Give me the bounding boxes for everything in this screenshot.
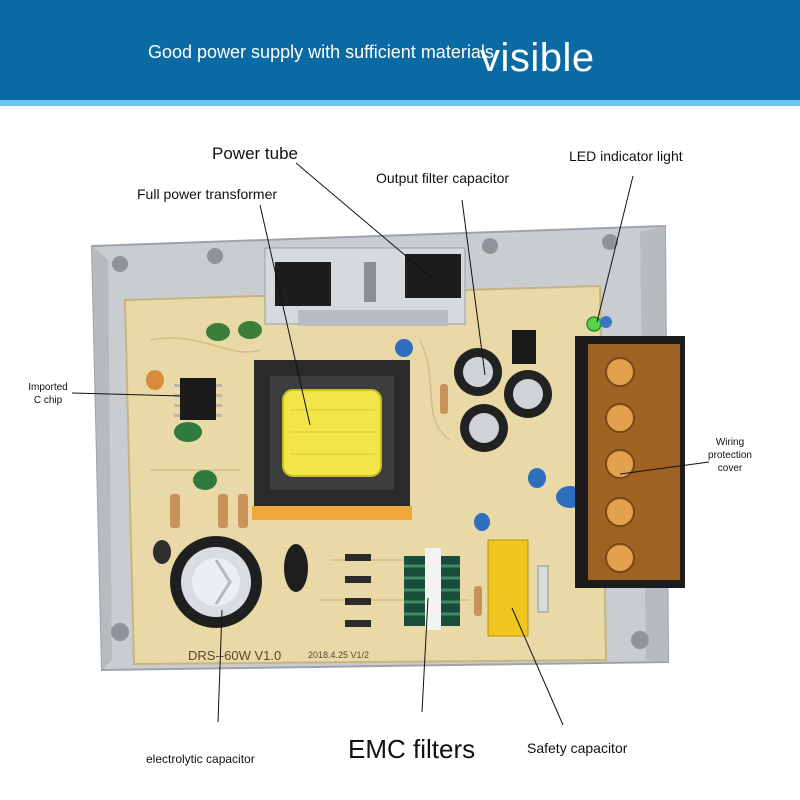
leader-wiring-cover xyxy=(619,461,710,475)
power-tube xyxy=(275,254,461,306)
leader-transformer xyxy=(259,204,311,426)
leader-emc xyxy=(421,597,429,713)
leader-ic-chip xyxy=(71,392,183,397)
leader-safety xyxy=(511,607,564,726)
banner-subtitle: Good power supply with sufficient materi… xyxy=(148,42,494,62)
banner-headline: visible xyxy=(480,36,595,80)
model-marking: DRS--60W V1.0 xyxy=(188,648,281,663)
transformer xyxy=(252,360,412,520)
electrolytic-capacitor xyxy=(153,536,262,628)
label-full-power-transformer: Full power transformer xyxy=(137,186,278,202)
leader-power-tube xyxy=(295,162,433,279)
leader-led xyxy=(596,175,634,323)
label-wiring-cover-line2: protection xyxy=(708,450,752,461)
leader-lines xyxy=(71,162,710,726)
leader-output-filter xyxy=(461,199,486,376)
label-emc-filters: EMC filters xyxy=(348,734,476,764)
emc-filter xyxy=(404,548,460,630)
header-banner xyxy=(0,0,800,100)
label-imported-chip: Imported C chip xyxy=(24,381,72,407)
label-power-tube: Power tube xyxy=(212,144,298,163)
ic-chip xyxy=(174,378,222,420)
label-output-filter-capacitor: Output filter capacitor xyxy=(376,170,510,186)
header-stripe xyxy=(0,100,800,106)
label-safety-capacitor: Safety capacitor xyxy=(527,740,628,756)
label-imported-chip-line2: C chip xyxy=(33,395,63,406)
output-filter-capacitors xyxy=(454,330,552,452)
label-wiring-protection-cover: Wiring protection cover xyxy=(700,436,760,475)
safety-capacitor xyxy=(487,539,549,637)
small-components xyxy=(146,321,584,627)
date-marking: 2018.4.25 V1/2 xyxy=(308,650,369,660)
leader-electrolytic xyxy=(217,609,223,723)
label-electrolytic-capacitor: electrolytic capacitor xyxy=(146,752,255,766)
terminal-block xyxy=(575,336,685,588)
label-imported-chip-line1: Imported xyxy=(28,382,68,393)
label-wiring-cover-line1: Wiring xyxy=(715,437,745,448)
label-wiring-cover-line3: cover xyxy=(717,463,743,474)
label-led-indicator-light: LED indicator light xyxy=(569,148,683,164)
